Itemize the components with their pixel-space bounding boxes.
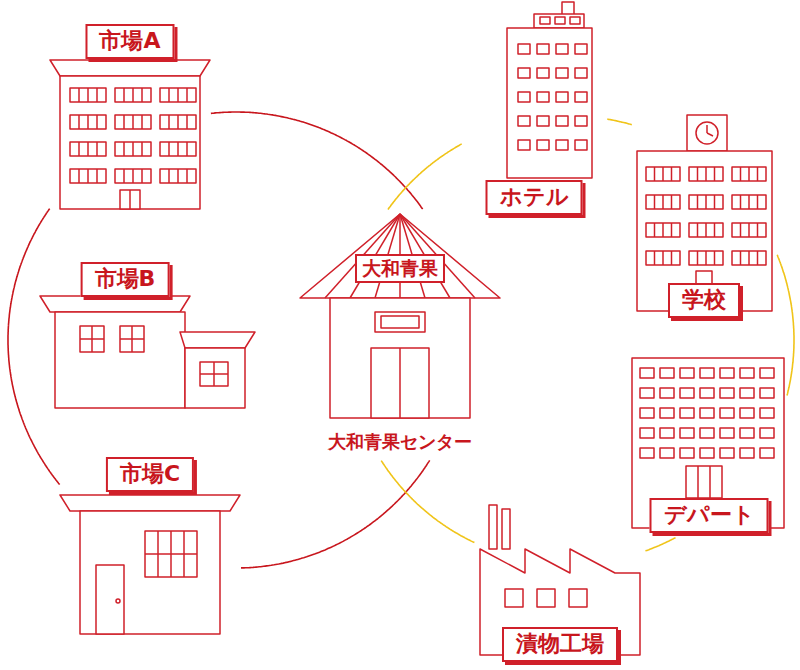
route-arc [241, 460, 430, 568]
center-caption: 大和青果センター [326, 430, 474, 453]
route-arc [8, 209, 49, 326]
building-node: 市場C [60, 455, 240, 635]
node-label: 大和青果センター [328, 431, 472, 452]
node-label: デパート [664, 502, 755, 527]
building-node: ホテル [462, 0, 607, 218]
building-node: 市場A [50, 20, 210, 210]
route-arc [8, 326, 60, 485]
node-label: 市場C [120, 461, 180, 486]
name-sign: デパート [650, 498, 769, 533]
node-label: 漬物工場 [516, 631, 604, 656]
building-node: デパート [632, 358, 787, 533]
building-node: 学校 [632, 115, 777, 320]
route-arc [381, 461, 474, 543]
node-label: ホテル [500, 184, 569, 209]
name-sign: 市場A [85, 24, 174, 59]
building-drawing [295, 210, 505, 460]
name-sign: ホテル [486, 180, 583, 215]
node-label: 市場B [95, 266, 156, 291]
node-label: 学校 [682, 287, 726, 312]
route-arc [211, 112, 423, 209]
name-sign: 漬物工場 [502, 627, 618, 662]
building-node: 大和青果大和青果センター [295, 210, 505, 460]
route-arc [607, 119, 632, 125]
name-sign: 市場B [81, 262, 170, 297]
route-arc [646, 538, 676, 551]
building-node: 漬物工場 [475, 505, 645, 665]
building-node: 市場B [40, 262, 255, 410]
route-arc [388, 144, 462, 210]
node-label: 市場A [99, 28, 160, 53]
name-sign: 大和青果 [355, 254, 445, 283]
node-label: 大和青果 [362, 257, 438, 279]
name-sign: 学校 [668, 283, 740, 318]
name-sign: 市場C [106, 457, 194, 492]
